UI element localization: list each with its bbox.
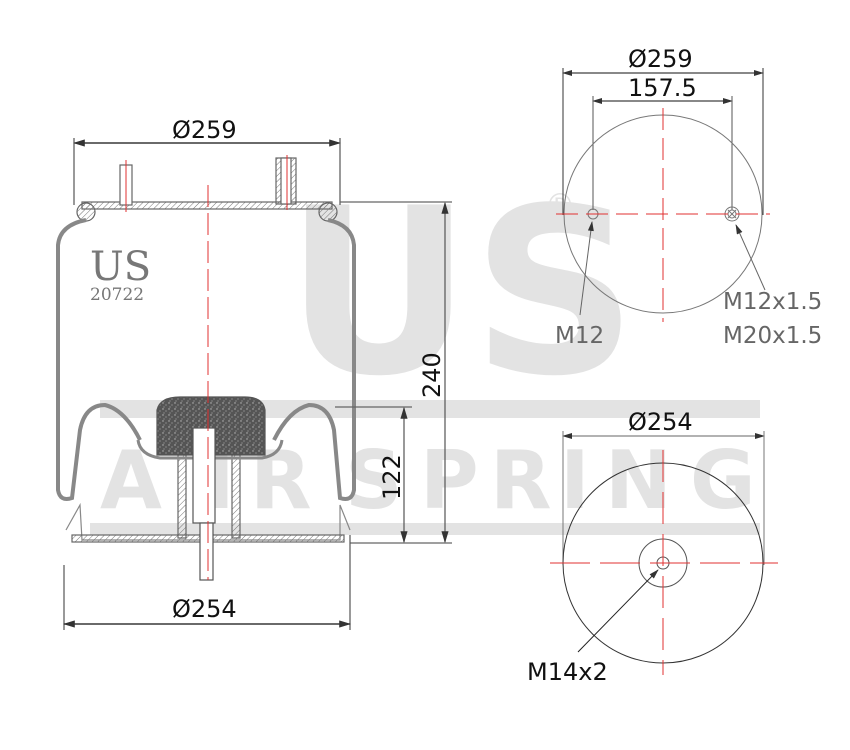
top-outer-diameter: Ø259 xyxy=(628,45,693,73)
watermark-us: US xyxy=(285,160,637,427)
watermark: US ® A I R S P R I N G xyxy=(90,160,760,535)
wm-letter: A xyxy=(100,434,162,527)
top-view xyxy=(556,68,770,322)
wm-letter: N xyxy=(605,434,672,527)
side-bottom-diameter: Ø254 xyxy=(172,595,237,623)
height-240: 240 xyxy=(418,352,446,398)
left-stud-thread: M12 xyxy=(555,323,604,349)
side-view xyxy=(56,138,452,630)
bottom-view xyxy=(550,431,778,675)
watermark-bar-bottom xyxy=(90,523,760,535)
wm-letter: R xyxy=(490,434,552,527)
part-number: 20722 xyxy=(90,285,144,305)
bottom-diameter: Ø254 xyxy=(628,408,693,436)
right-stud-thread-2: M20x1.5 xyxy=(723,323,822,349)
piston-height-122: 122 xyxy=(378,454,406,500)
wm-letter: I xyxy=(560,434,590,527)
registered-mark: ® xyxy=(545,188,575,223)
brand-logo: US xyxy=(90,244,151,290)
wm-letter: P xyxy=(420,434,479,527)
right-stud-thread-1: M12x1.5 xyxy=(723,289,822,315)
stud-spacing: 157.5 xyxy=(628,74,697,102)
wm-letter: G xyxy=(690,434,756,527)
center-thread: M14x2 xyxy=(527,658,608,686)
side-top-diameter: Ø259 xyxy=(172,116,237,144)
